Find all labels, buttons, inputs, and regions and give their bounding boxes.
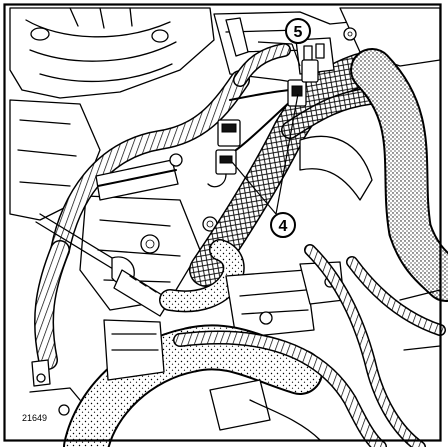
callout-5: 5 — [285, 18, 311, 44]
loose-wiring — [173, 244, 446, 447]
braided-harness — [189, 53, 379, 287]
callout-4-leaders — [231, 93, 299, 215]
figure-frame — [3, 3, 442, 442]
callout-4: 4 — [270, 212, 296, 238]
engine-background — [9, 7, 441, 311]
callout-5-label: 5 — [294, 24, 303, 41]
corrugated-harness — [34, 43, 291, 370]
lower-left-hose — [63, 319, 323, 447]
ground-connector — [29, 359, 81, 416]
pressure-regulator — [225, 261, 345, 339]
coolant-hose-right — [299, 48, 448, 302]
fuel-pipe — [35, 213, 171, 317]
harness-clamp — [95, 153, 183, 201]
callout-5-leaders — [257, 41, 301, 67]
callout-4-label: 4 — [279, 218, 288, 235]
figure-reference-number: 21649 — [22, 413, 47, 423]
sensor-connectors — [207, 59, 319, 188]
